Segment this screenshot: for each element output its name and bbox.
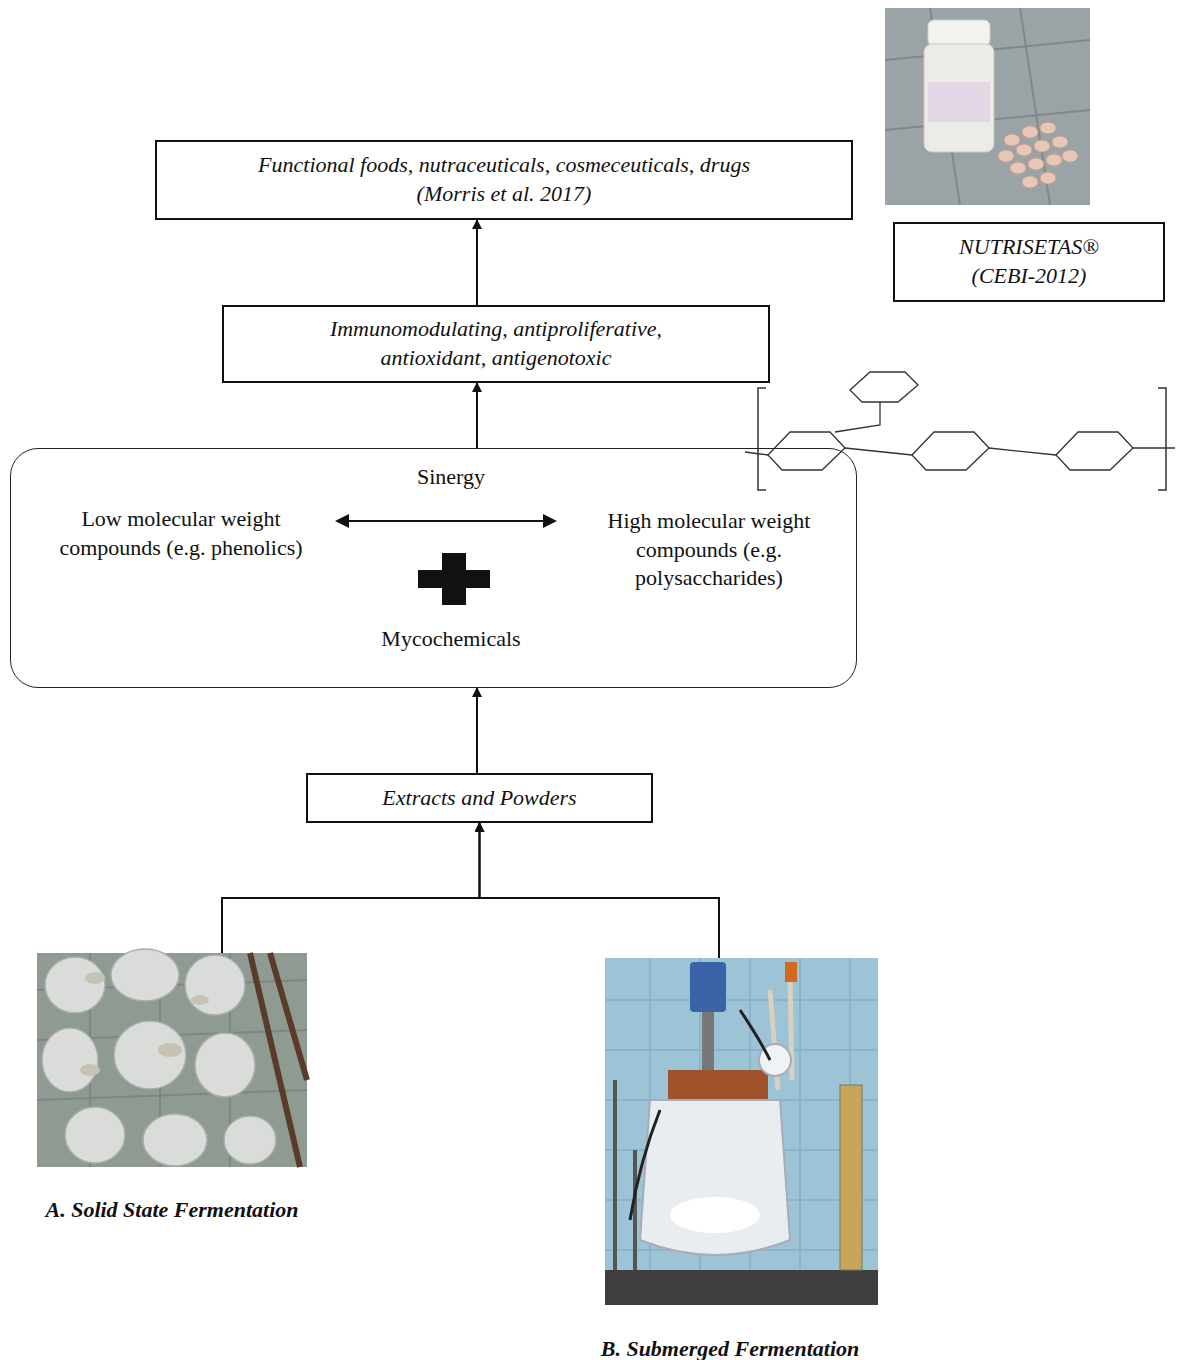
pills bbox=[998, 122, 1078, 188]
box-label: Extracts and Powders bbox=[382, 784, 576, 813]
box-label: Functional foods, nutraceuticals, cosmec… bbox=[235, 151, 773, 208]
high-weight-label: High molecular weight compounds (e.g. po… bbox=[579, 507, 839, 593]
bottle-label bbox=[928, 82, 990, 122]
bottle-body bbox=[924, 44, 994, 152]
synergy-double-arrow bbox=[345, 520, 545, 522]
double-arrow-heads bbox=[335, 514, 557, 528]
product-name-box: NUTRISETAS® (CEBI-2012) bbox=[893, 222, 1165, 302]
submerged-photo bbox=[605, 958, 878, 1305]
solid-state-photo bbox=[37, 949, 307, 1167]
synergy-label: Sinergy bbox=[351, 463, 551, 492]
flow-arrow bbox=[476, 383, 478, 448]
photo-caption: B. Submerged Fermentation bbox=[580, 1336, 880, 1360]
plus-sign bbox=[418, 553, 490, 605]
flow-arrow bbox=[476, 220, 478, 305]
extracts-box: Extracts and Powders bbox=[306, 773, 653, 823]
photo-ground bbox=[885, 8, 1090, 205]
low-weight-label: Low molecular weight compounds (e.g. phe… bbox=[51, 505, 311, 562]
photo-caption: A. Solid State Fermentation bbox=[22, 1197, 322, 1223]
mycochemicals-group: SinergyLow molecular weight compounds (e… bbox=[10, 448, 857, 688]
activity-box: Immunomodulating, antiproliferative, ant… bbox=[222, 305, 770, 383]
floor-tile-lines bbox=[885, 8, 1090, 205]
glucan-rings bbox=[768, 372, 1133, 470]
box-label: Immunomodulating, antiproliferative, ant… bbox=[304, 315, 688, 372]
bottle-cap bbox=[928, 20, 990, 46]
flow-arrow bbox=[480, 823, 720, 958]
flow-arrow bbox=[222, 823, 480, 953]
mycochemicals-label: Mycochemicals bbox=[351, 625, 551, 654]
repeat-brackets bbox=[758, 388, 1166, 490]
flow-arrow bbox=[476, 688, 478, 773]
solid-state-photo-node: A. Solid State Fermentation bbox=[22, 953, 322, 1233]
submerged-photo-node: B. Submerged Fermentation bbox=[580, 958, 880, 1358]
pill-photo-group bbox=[885, 8, 1090, 205]
product-box: Functional foods, nutraceuticals, cosmec… bbox=[155, 140, 853, 220]
box-label: NUTRISETAS® (CEBI-2012) bbox=[935, 233, 1123, 290]
